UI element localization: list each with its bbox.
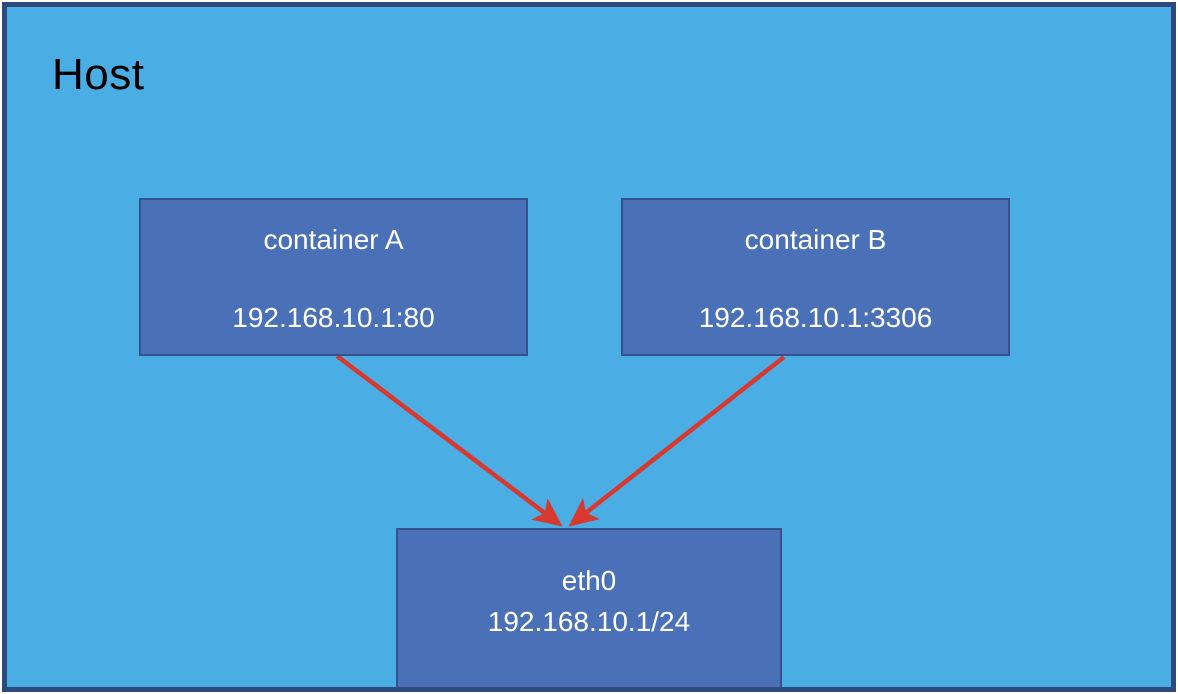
- node-container-b-address: 192.168.10.1:3306: [698, 302, 933, 333]
- node-eth0-title: eth0: [561, 565, 617, 596]
- node-container-a-title: container A: [263, 224, 404, 255]
- node-container-b-title: container B: [744, 224, 887, 255]
- host-label: Host: [52, 50, 145, 99]
- node-eth0: eth0 192.168.10.1/24: [396, 528, 782, 687]
- node-container-a-address: 192.168.10.1:80: [232, 302, 435, 333]
- node-eth0-address: 192.168.10.1/24: [487, 606, 691, 637]
- node-container-a: container A 192.168.10.1:80: [139, 198, 528, 356]
- node-container-b: container B 192.168.10.1:3306: [621, 198, 1010, 356]
- arrow-container-a-to-eth0: [335, 354, 563, 527]
- arrow-container-b-to-eth0: [568, 355, 786, 527]
